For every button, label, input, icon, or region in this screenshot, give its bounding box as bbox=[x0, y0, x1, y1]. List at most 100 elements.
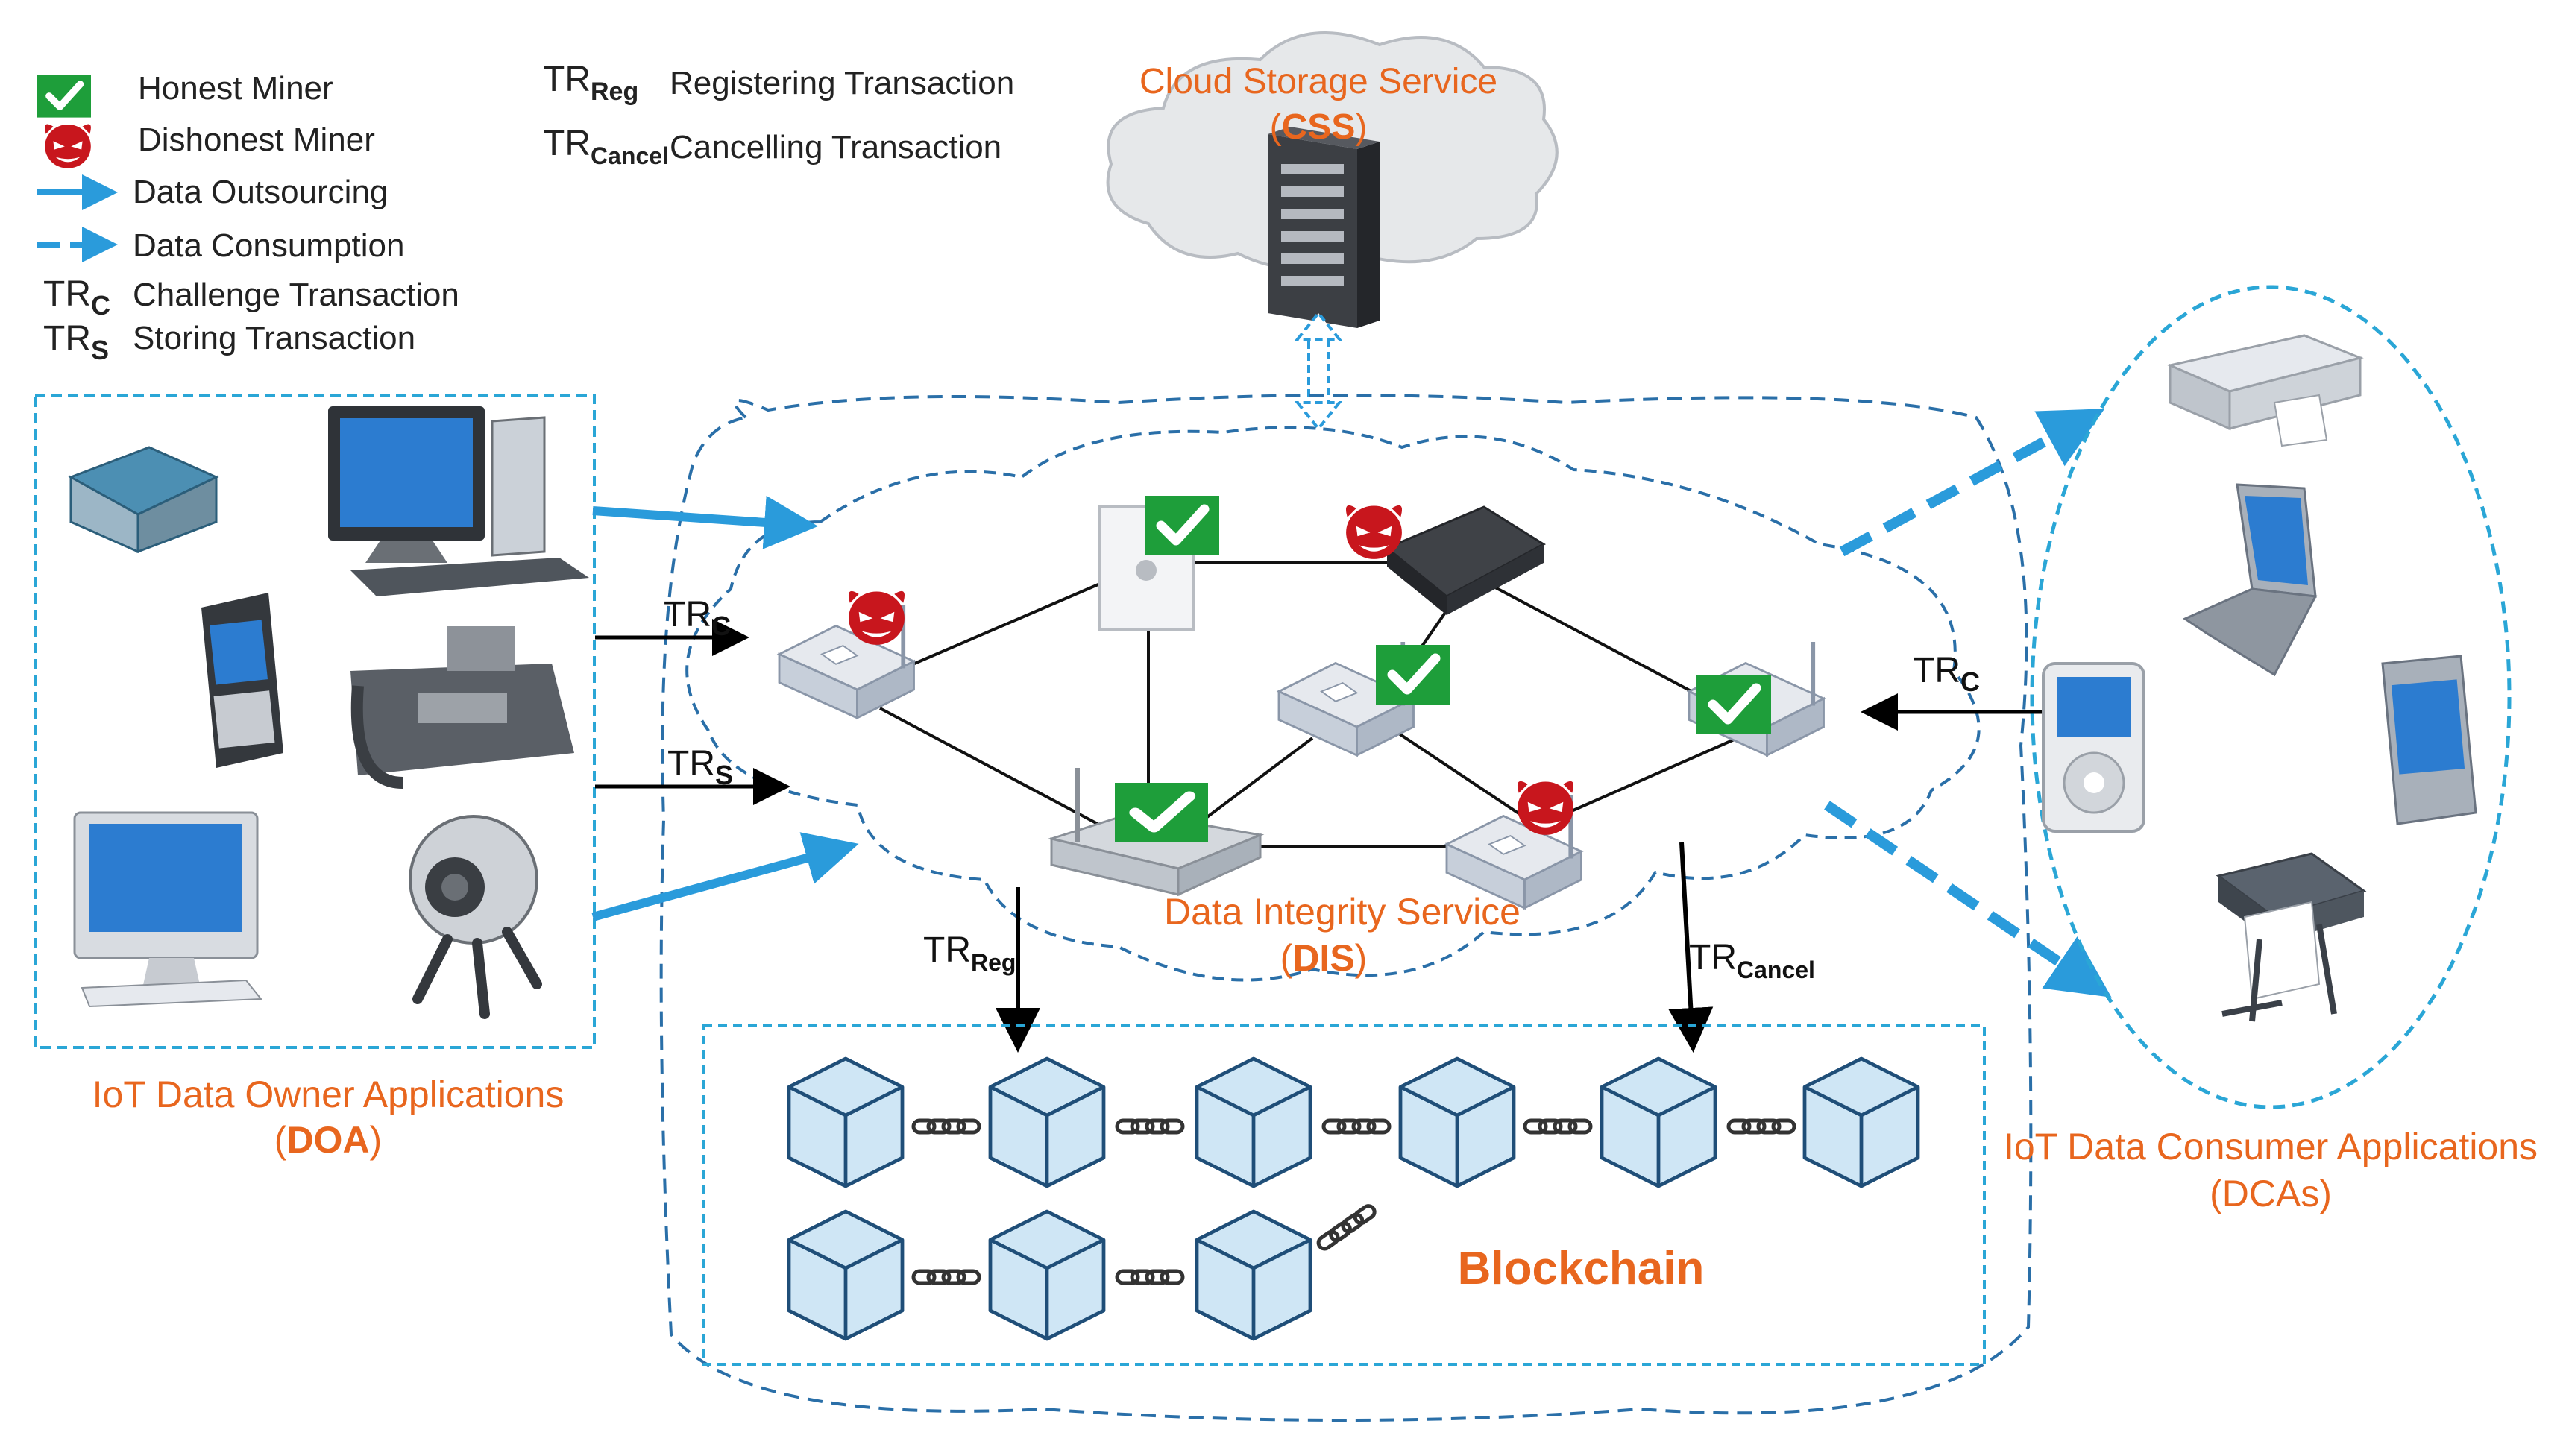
dca-abbr-label: (DCAs) bbox=[2210, 1173, 2332, 1214]
honest-miner-icon bbox=[1145, 496, 1219, 555]
webcam-icon bbox=[409, 815, 542, 1019]
link-router1-gateway bbox=[879, 707, 1119, 836]
miner-router-left bbox=[779, 590, 914, 718]
legend-challenge: TRC Challenge Transaction bbox=[43, 274, 459, 321]
honest-miner-icon-3 bbox=[1696, 675, 1771, 734]
legend: Honest Miner Dishonest Miner Data Outsou… bbox=[37, 60, 1014, 365]
css-abbr-label: (CSS) bbox=[1270, 107, 1368, 147]
cloud-storage-service: Cloud Storage Service (CSS) bbox=[1106, 31, 1559, 432]
trc-right-label: TRC bbox=[1913, 651, 1980, 697]
legend-dishonest-label: Dishonest Miner bbox=[138, 122, 375, 158]
legend-storing-symbol: TRS bbox=[43, 319, 109, 365]
legend-dishonest-miner: Dishonest Miner bbox=[45, 122, 375, 168]
dca-group: IoT Data Consumer Applications (DCAs) bbox=[2004, 285, 2538, 1214]
legend-consumption-label: Data Consumption bbox=[133, 227, 404, 264]
legend-storing: TRS Storing Transaction bbox=[43, 319, 415, 365]
dishonest-miner-icon-2 bbox=[1345, 505, 1403, 559]
legend-cancelling-label: Cancelling Transaction bbox=[670, 129, 1001, 166]
block-9 bbox=[1197, 1211, 1310, 1339]
honest-miner-icon-4 bbox=[1115, 783, 1208, 842]
trs-label: TRS bbox=[667, 744, 733, 790]
data-outsourcing-arrow-top bbox=[592, 495, 818, 549]
block-7 bbox=[789, 1211, 902, 1339]
chain-link-7 bbox=[1117, 1271, 1183, 1283]
miner-router-bottom bbox=[1447, 781, 1582, 908]
scanner-icon bbox=[68, 446, 219, 554]
data-consumption-arrow-top bbox=[1839, 409, 2105, 557]
legend-cancelling: TRCancel Cancelling Transaction bbox=[543, 124, 1001, 169]
chain-link-3 bbox=[1324, 1121, 1389, 1132]
miner-router-right bbox=[1689, 642, 1824, 755]
ipod-icon bbox=[2042, 662, 2145, 833]
printer-icon bbox=[2166, 334, 2364, 447]
trc-left-label: TRC bbox=[664, 595, 731, 641]
block-1 bbox=[789, 1059, 902, 1186]
legend-registering-symbol: TRReg bbox=[543, 60, 638, 106]
chain-link-6 bbox=[913, 1271, 979, 1283]
trreg-label: TRReg bbox=[923, 930, 1016, 976]
legend-honest-miner: Honest Miner bbox=[37, 70, 333, 118]
block-4 bbox=[1400, 1059, 1514, 1186]
block-3 bbox=[1197, 1059, 1310, 1186]
dis-abbr-label: (DIS) bbox=[1280, 937, 1368, 979]
legend-storing-label: Storing Transaction bbox=[133, 320, 415, 356]
smartphone-icon bbox=[201, 593, 283, 768]
doa-boundary bbox=[34, 394, 596, 1049]
dis-title: Data Integrity Service bbox=[1164, 891, 1521, 933]
desktop-computer-icon bbox=[328, 406, 589, 596]
fax-machine-icon bbox=[350, 626, 574, 789]
miner-airport bbox=[1098, 496, 1219, 631]
chain-link-1 bbox=[913, 1121, 979, 1132]
dca-title: IoT Data Consumer Applications bbox=[2004, 1126, 2538, 1167]
legend-challenge-symbol: TRC bbox=[43, 274, 110, 321]
legend-honest-label: Honest Miner bbox=[138, 70, 333, 107]
plotter-icon bbox=[2216, 852, 2367, 1022]
doa-title: IoT Data Owner Applications bbox=[92, 1074, 565, 1115]
chain-link-5 bbox=[1729, 1121, 1794, 1132]
devil-icon bbox=[45, 124, 91, 168]
honest-miner-icon-2 bbox=[1376, 645, 1450, 705]
dca-boundary bbox=[2030, 285, 2512, 1109]
data-outsourcing-arrow-bottom bbox=[591, 832, 859, 921]
check-icon bbox=[37, 75, 91, 118]
laptop-icon bbox=[2182, 483, 2318, 677]
css-title: Cloud Storage Service bbox=[1139, 62, 1497, 101]
legend-registering: TRReg Registering Transaction bbox=[543, 60, 1014, 106]
legend-data-outsourcing: Data Outsourcing bbox=[37, 174, 388, 210]
dishonest-miner-icon-3 bbox=[1517, 781, 1574, 835]
link-router2-gateway bbox=[1192, 737, 1314, 829]
legend-outsourcing-label: Data Outsourcing bbox=[133, 174, 388, 210]
legend-data-consumption: Data Consumption bbox=[37, 227, 404, 264]
link-router3-router4 bbox=[1550, 737, 1738, 822]
data-consumption-arrow-bottom bbox=[1824, 801, 2112, 998]
legend-registering-label: Registering Transaction bbox=[670, 65, 1014, 101]
blockchain-boundary bbox=[702, 1024, 1986, 1366]
pda-icon bbox=[2381, 655, 2477, 825]
link-router2-router3 bbox=[1393, 729, 1530, 822]
outer-system-boundary bbox=[659, 394, 2033, 1422]
trcancel-label: TRCancel bbox=[1689, 938, 1815, 983]
doa-to-dis-arrows: TRC TRS bbox=[591, 495, 859, 921]
chain-link-2 bbox=[1117, 1121, 1183, 1132]
block-2 bbox=[990, 1059, 1104, 1186]
legend-challenge-label: Challenge Transaction bbox=[133, 277, 459, 313]
chain-link-8 bbox=[1316, 1204, 1377, 1252]
block-5 bbox=[1602, 1059, 1715, 1186]
chain-link-4 bbox=[1525, 1121, 1591, 1132]
dis-to-blockchain-arrows: TRReg TRCancel bbox=[923, 842, 1815, 1053]
dishonest-miner-icon bbox=[848, 590, 905, 645]
miner-modem bbox=[1345, 505, 1546, 615]
doa-abbr-label: (DOA) bbox=[274, 1119, 382, 1161]
block-6 bbox=[1805, 1059, 1918, 1186]
block-8 bbox=[990, 1211, 1104, 1339]
miner-gateway bbox=[1047, 768, 1265, 897]
trcancel-arrow bbox=[1668, 842, 1714, 1053]
css-dis-link-arrow bbox=[1294, 310, 1343, 432]
dis-to-dca-arrows: TRC bbox=[1824, 409, 2112, 998]
doa-group: IoT Data Owner Applications (DOA) bbox=[34, 394, 596, 1161]
blockchain-group: Blockchain bbox=[702, 1024, 1986, 1366]
legend-cancelling-symbol: TRCancel bbox=[543, 124, 669, 169]
imac-icon bbox=[73, 811, 263, 1008]
server-icon bbox=[1268, 127, 1380, 328]
